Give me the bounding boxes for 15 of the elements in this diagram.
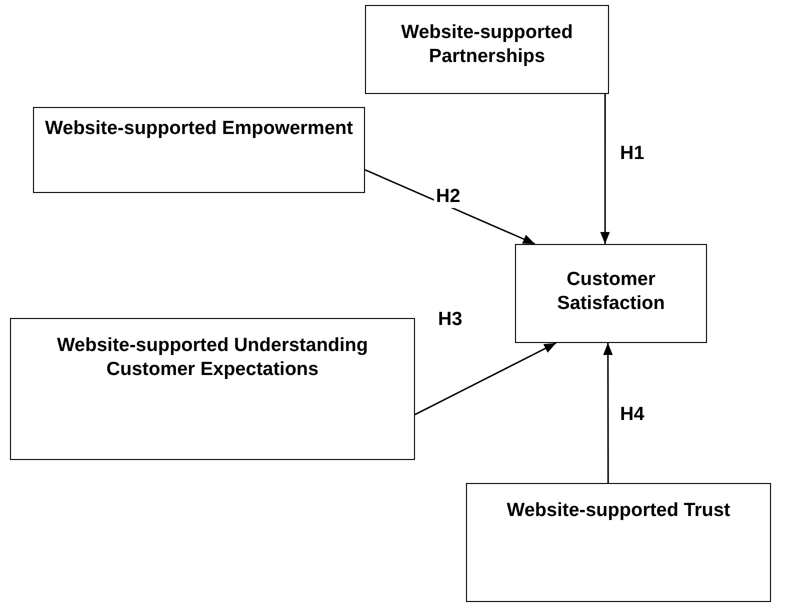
construct-box	[515, 244, 707, 343]
construct-name: Website-supported Understanding Customer Expectations	[56, 334, 370, 382]
arrow	[364, 169, 536, 245]
construct-box	[33, 107, 365, 193]
construct-name: Website-supported Partnerships	[400, 21, 574, 69]
construct-box	[365, 5, 609, 94]
construct-name: Customer Satisfaction	[556, 268, 666, 316]
arrow	[600, 94, 610, 244]
construct-box	[10, 318, 415, 460]
construct-box	[466, 483, 771, 602]
arrow	[414, 342, 556, 416]
edge-label: H2	[434, 186, 462, 208]
construct-name: Website-supported Trust	[506, 499, 732, 523]
construct-name: Website-supported Empowerment	[44, 117, 354, 141]
arrow	[603, 343, 613, 483]
